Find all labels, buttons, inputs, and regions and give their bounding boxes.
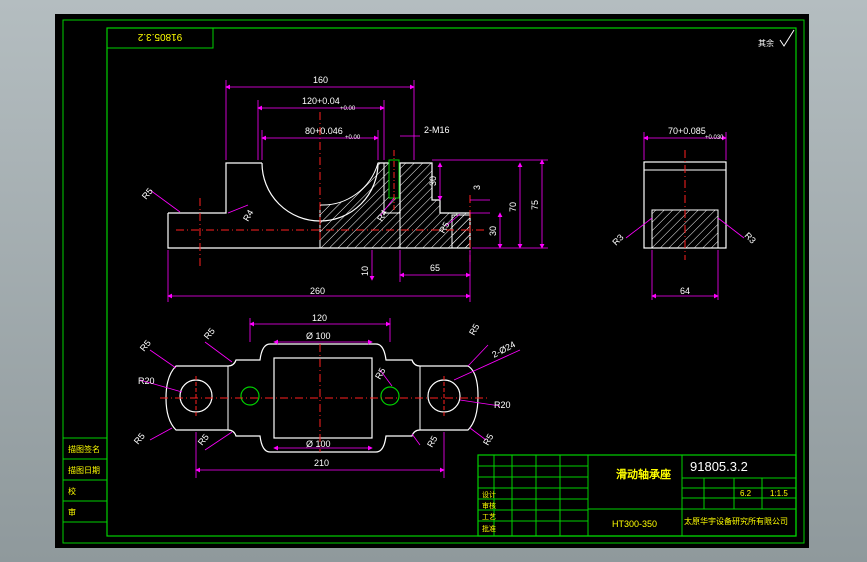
svg-text:R5: R5 xyxy=(437,220,451,235)
drawing-sheet xyxy=(55,14,809,548)
sheet-value: 6.2 xyxy=(740,489,752,498)
svg-text:75: 75 xyxy=(530,200,540,210)
drawing-number: 91805.3.2 xyxy=(690,459,748,474)
svg-text:描图签名: 描图签名 xyxy=(68,444,100,454)
svg-text:批准: 批准 xyxy=(482,524,496,533)
svg-text:+0.00: +0.00 xyxy=(340,106,356,112)
svg-text:设计: 设计 xyxy=(482,490,496,499)
dim-80: 80+0.046 xyxy=(305,126,343,136)
svg-text:R5: R5 xyxy=(481,432,495,447)
svg-text:10: 10 xyxy=(360,266,370,276)
dim-260: 260 xyxy=(310,286,325,296)
dim-70: 70+0.085 xyxy=(668,126,706,136)
svg-text:3: 3 xyxy=(472,185,482,190)
roughness-note: 其余 xyxy=(758,29,795,48)
title-block: 设计 审核 工艺 批准 滑动轴承座 HT300-350 91805.3.2 6.… xyxy=(477,454,797,537)
svg-text:审核: 审核 xyxy=(482,501,496,510)
svg-text:R20: R20 xyxy=(138,376,155,386)
svg-text:R20: R20 xyxy=(494,400,511,410)
svg-text:R5: R5 xyxy=(425,434,439,449)
svg-text:Ø 100: Ø 100 xyxy=(306,439,331,449)
front-view[interactable]: 160 120+0.04 +0.00 80+0.046 +0.00 2-M16 … xyxy=(140,75,548,302)
svg-text:校: 校 xyxy=(68,486,76,496)
svg-text:其余: 其余 xyxy=(758,38,774,48)
side-view[interactable]: 70+0.085 +0.030 64 R3 R3 xyxy=(610,126,758,300)
dim-160: 160 xyxy=(313,75,328,85)
svg-text:30: 30 xyxy=(428,176,438,186)
svg-text:+0.030: +0.030 xyxy=(705,135,724,141)
svg-text:+0.00: +0.00 xyxy=(345,135,361,141)
svg-text:65: 65 xyxy=(430,263,440,273)
dim-120-top: 120 xyxy=(312,313,327,323)
svg-text:Ø 100: Ø 100 xyxy=(306,331,331,341)
left-stamp-table: 描图签名 描图日期 校 审 xyxy=(62,437,108,523)
svg-text:70: 70 xyxy=(508,202,518,212)
material: HT300-350 xyxy=(612,519,657,529)
company-name: 太原华宇设备研究所有限公司 xyxy=(684,516,788,526)
dim-210: 210 xyxy=(314,458,329,468)
scale-value: 1:1.5 xyxy=(770,489,788,498)
mirrored-number-box: 91805.3.2 xyxy=(106,27,214,49)
svg-text:工艺: 工艺 xyxy=(482,513,496,521)
svg-text:R4: R4 xyxy=(241,208,255,223)
dim-64: 64 xyxy=(680,286,690,296)
dim-2-m16: 2-M16 xyxy=(424,125,450,135)
part-title: 滑动轴承座 xyxy=(616,467,671,481)
outer-frame xyxy=(62,19,805,544)
svg-text:描图日期: 描图日期 xyxy=(68,465,100,475)
svg-text:R5: R5 xyxy=(373,366,387,381)
dim-120: 120+0.04 xyxy=(302,96,340,106)
svg-text:R4: R4 xyxy=(375,208,389,223)
svg-text:R5: R5 xyxy=(467,322,481,337)
mirrored-drawing-number: 91805.3.2 xyxy=(137,31,182,42)
svg-text:审: 审 xyxy=(68,507,76,517)
inner-frame xyxy=(106,27,797,537)
svg-text:30: 30 xyxy=(488,226,498,236)
